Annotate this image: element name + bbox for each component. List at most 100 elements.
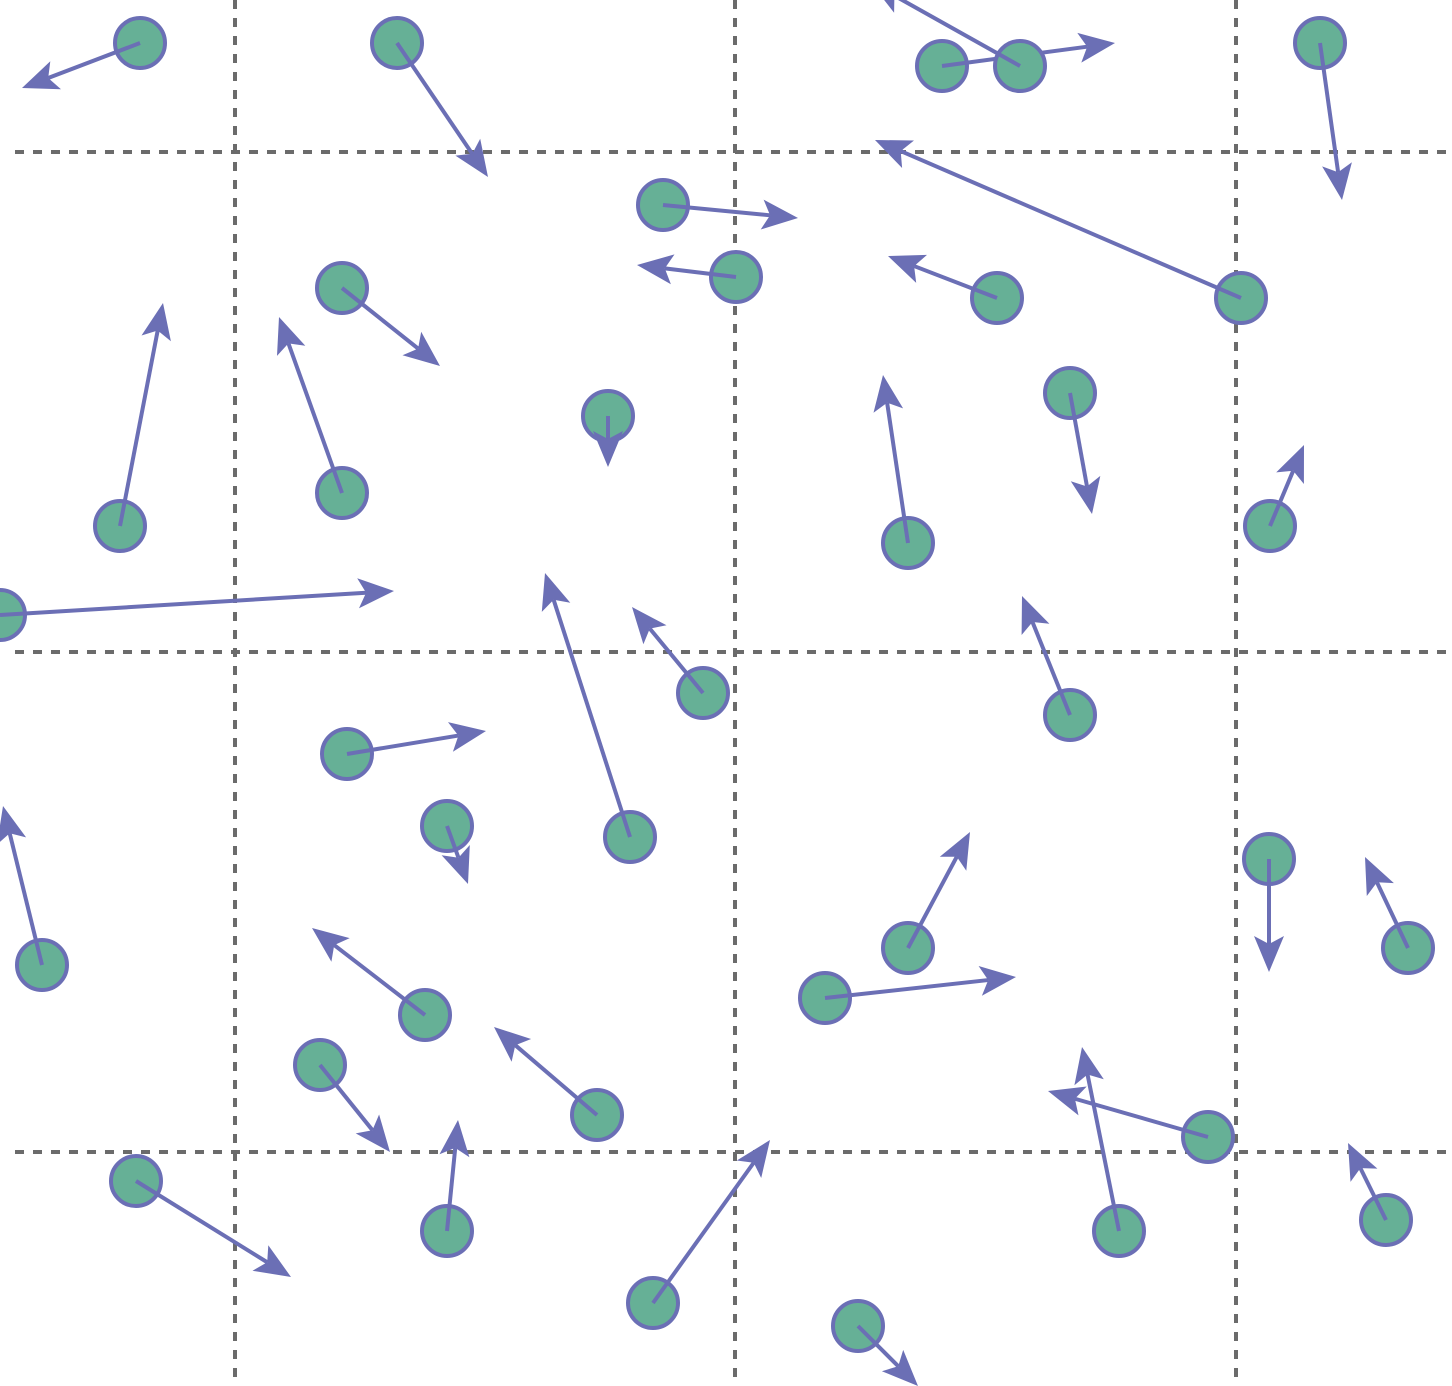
arrowhead <box>1070 475 1101 514</box>
arrowhead <box>736 1140 770 1178</box>
arrowhead <box>760 199 798 230</box>
particle <box>1365 857 1435 975</box>
arrowhead <box>357 578 394 609</box>
velocity-vector <box>898 0 1021 68</box>
particle <box>1242 832 1296 972</box>
arrowhead <box>884 0 895 13</box>
arrowhead <box>1074 1047 1104 1086</box>
velocity-vector <box>346 733 459 756</box>
particle <box>1043 366 1101 514</box>
particle <box>277 317 369 520</box>
arrowhead <box>455 138 488 177</box>
particle <box>541 573 657 864</box>
arrowhead <box>402 331 440 366</box>
particle <box>109 1154 291 1277</box>
arrowhead <box>448 722 486 752</box>
velocity-vector <box>340 286 420 351</box>
velocity-vector <box>1068 392 1089 487</box>
arrowhead <box>541 573 571 612</box>
velocity-vector <box>134 1179 269 1264</box>
particle <box>1293 16 1352 200</box>
velocity-vector <box>7 832 44 966</box>
particle <box>632 607 730 720</box>
particle <box>1348 1143 1413 1247</box>
arrowhead <box>593 431 623 467</box>
velocity-vector <box>1074 1096 1209 1139</box>
arrowhead <box>0 806 27 842</box>
velocity-vector <box>513 1043 599 1117</box>
particle <box>0 806 69 992</box>
particle <box>884 0 1047 93</box>
arrowhead <box>441 845 470 884</box>
velocity-vector <box>824 978 989 1000</box>
arrowhead <box>141 303 171 342</box>
velocity-vector <box>1358 1167 1388 1221</box>
arrowhead <box>873 375 904 413</box>
arrowhead <box>1365 857 1394 896</box>
velocity-vector <box>1085 1074 1121 1232</box>
particle <box>320 722 486 781</box>
velocity-vector <box>662 203 771 218</box>
velocity-vector <box>906 855 959 949</box>
particle <box>798 966 1016 1025</box>
arrowhead <box>881 1349 918 1386</box>
particle <box>1074 1047 1146 1258</box>
particle <box>888 254 1024 325</box>
arrowhead <box>1021 596 1050 635</box>
velocity-vector <box>913 264 998 300</box>
particle <box>22 16 167 90</box>
velocity-vector <box>1375 881 1410 949</box>
arrowhead <box>1254 936 1284 972</box>
arrowhead <box>1322 162 1352 200</box>
particle <box>626 1140 770 1330</box>
velocity-vector <box>445 1147 458 1232</box>
arrowhead <box>1048 1086 1087 1116</box>
arrowhead <box>439 1120 470 1158</box>
velocity-vector <box>1030 621 1072 716</box>
velocity-vector <box>332 943 427 1017</box>
particle <box>636 178 798 232</box>
velocity-vector <box>445 825 461 859</box>
particle <box>420 1120 474 1258</box>
particle <box>93 303 171 553</box>
particle <box>581 389 635 467</box>
arrowhead <box>939 832 970 871</box>
arrowhead <box>1348 1143 1378 1182</box>
velocity-vector <box>318 1063 375 1132</box>
arrowhead <box>22 61 61 90</box>
velocity-vector <box>664 266 737 279</box>
arrowhead <box>277 317 306 356</box>
velocity-vector <box>1268 470 1296 527</box>
arrowhead <box>355 1114 390 1152</box>
particle <box>637 250 763 304</box>
arrowhead <box>888 254 927 283</box>
velocity-vector <box>1318 42 1341 173</box>
grid <box>15 0 1452 1386</box>
particle <box>315 261 440 366</box>
arrowhead <box>312 928 350 962</box>
arrowhead <box>1077 32 1115 63</box>
arrowhead <box>1276 445 1304 484</box>
particle <box>370 16 488 177</box>
arrowhead <box>252 1245 291 1277</box>
velocity-vector <box>551 599 632 838</box>
particle <box>831 1299 918 1386</box>
particle <box>873 375 935 570</box>
arrowhead <box>875 140 914 168</box>
velocity-vector <box>47 41 141 80</box>
arrowhead <box>632 607 667 645</box>
particle <box>312 928 452 1042</box>
velocity-vector <box>648 627 705 695</box>
arrowhead <box>494 1027 532 1062</box>
velocity-vector <box>856 1324 900 1368</box>
velocity-vector <box>286 342 344 494</box>
particle <box>0 578 394 642</box>
particle <box>881 832 970 975</box>
particle <box>293 1038 390 1152</box>
velocity-vector <box>651 1161 756 1305</box>
particle <box>494 1027 624 1142</box>
velocity-vector <box>395 41 474 155</box>
velocity-vector <box>899 149 1242 300</box>
particle <box>1243 445 1304 553</box>
